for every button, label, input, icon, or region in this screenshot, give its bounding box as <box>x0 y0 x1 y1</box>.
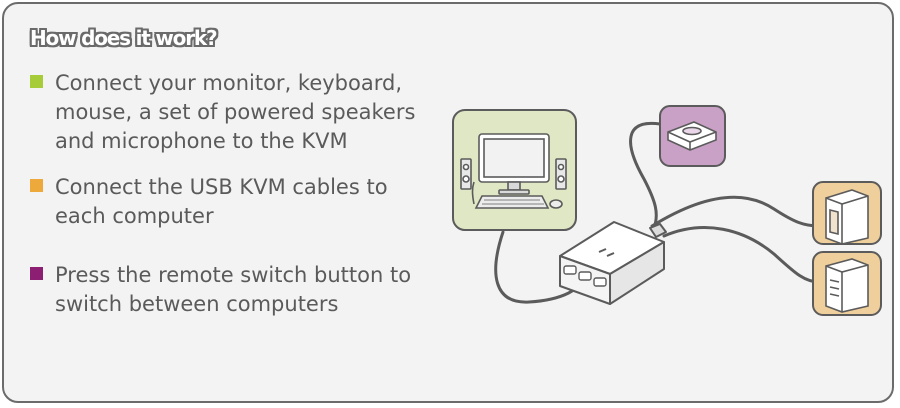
kvm-switch-icon <box>559 221 667 305</box>
step-2-bullet <box>30 179 43 192</box>
kvm-connection-diagram <box>452 105 882 316</box>
step-1-bullet <box>30 75 43 88</box>
step-1-text: Connect your monitor, keyboard, mouse, a… <box>55 71 416 153</box>
monitor-speakers-keyboard-mouse-icon <box>460 133 567 209</box>
remote-switch-panel <box>659 105 726 167</box>
step-3-text: Press the remote switch button to switch… <box>55 263 412 316</box>
computer-1-panel <box>812 181 882 245</box>
how-it-works-card: How does it work? Connect your monitor, … <box>2 2 894 403</box>
cable-kvm-to-computer-1 <box>650 195 821 228</box>
remote-switch-icon <box>667 121 717 151</box>
step-3-bullet <box>30 267 43 280</box>
computer-2-panel <box>812 251 882 316</box>
step-2-text: Connect the USB KVM cables to each compu… <box>55 175 388 228</box>
cable-kvm-to-computer-2 <box>662 226 821 284</box>
cables <box>494 121 821 304</box>
section-title: How does it work? <box>30 26 218 50</box>
cable-remote-to-kvm <box>629 121 662 230</box>
computer-tower-icon <box>825 258 869 313</box>
computer-tower-icon <box>825 189 869 245</box>
workstation-panel <box>452 109 577 231</box>
